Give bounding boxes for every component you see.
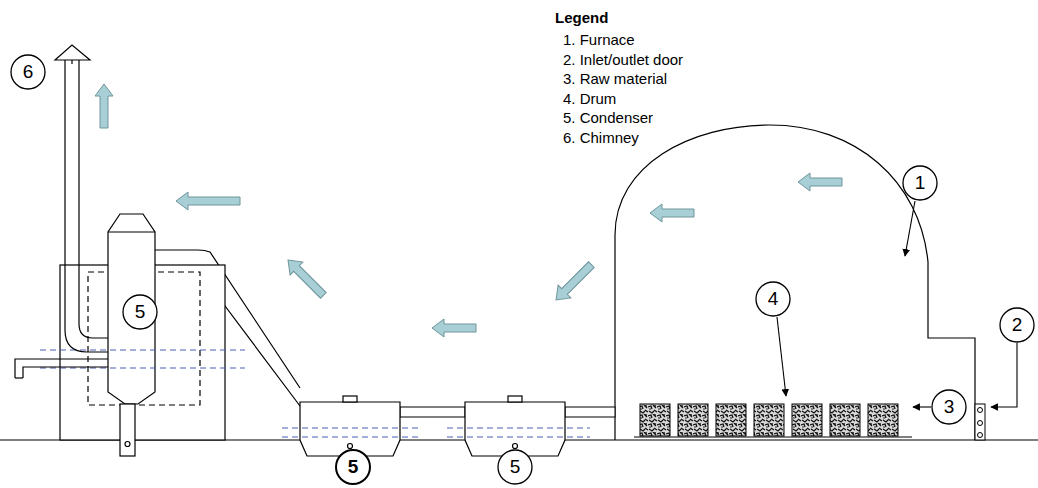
legend-heading: Legend [555,9,608,26]
legend-entry: 5. Condenser [563,109,653,126]
callout-number: 5 [510,456,521,478]
leader-line [777,201,1017,407]
legend-entry: 1. Furnace [563,31,635,48]
condenser [300,396,400,456]
callout-number: 2 [1012,314,1023,336]
outlet-pipe [15,359,108,378]
callout-number: 5 [135,301,146,323]
pipe [400,407,465,417]
condenser [465,396,565,456]
furnace-outline [615,125,975,440]
callout-number: 3 [944,396,955,418]
callout-number: 5 [348,456,359,478]
drums [634,404,912,437]
legend-entry: 3. Raw material [563,70,667,87]
flow-arrow [95,84,842,337]
legend-entry: 2. Inlet/outlet door [563,51,683,68]
callout-circle [11,55,1034,484]
callout-number: 4 [768,288,779,310]
callout-number: 6 [23,61,34,83]
door [975,404,985,440]
pipe [565,407,615,417]
legend-entry: 6. Chimney [563,129,639,146]
legend-entry: 4. Drum [563,90,616,107]
callout-number: 1 [915,172,926,194]
condenser-tank [60,214,225,456]
water-level [282,428,590,437]
